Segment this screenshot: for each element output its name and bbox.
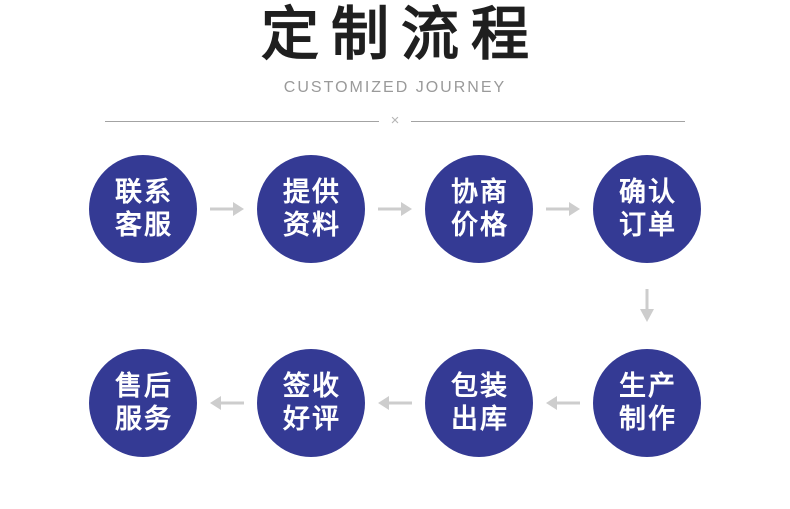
step-label-line1: 确认: [619, 177, 677, 207]
flow-connector-row: [89, 263, 701, 349]
arrow-right-icon: [533, 201, 593, 217]
divider-line-right: [411, 120, 686, 122]
arrow-down-icon: [593, 263, 701, 349]
step-label-line1: 生产: [619, 371, 677, 401]
step-label-line2: 制作: [619, 404, 677, 434]
title-divider: ×: [105, 112, 686, 129]
step-production: 生产 制作: [593, 349, 701, 457]
step-confirm-order: 确认 订单: [593, 155, 701, 263]
step-negotiate-price: 协商 价格: [425, 155, 533, 263]
step-label-line2: 出库: [451, 404, 509, 434]
step-label-line1: 售后: [115, 371, 173, 401]
divider-line-left: [105, 120, 379, 122]
step-label-line1: 签收: [283, 371, 341, 401]
step-label-line1: 联系: [115, 177, 173, 207]
step-contact-service: 联系 客服: [89, 155, 197, 263]
step-provide-materials: 提供 资料: [257, 155, 365, 263]
arrow-left-icon: [365, 395, 425, 411]
arrow-left-icon: [533, 395, 593, 411]
arrow-left-icon: [197, 395, 257, 411]
step-sign-and-review: 签收 好评: [257, 349, 365, 457]
arrow-right-icon: [365, 201, 425, 217]
page-title: 定制流程: [260, 2, 541, 67]
step-label-line2: 客服: [115, 210, 173, 240]
step-label-line2: 资料: [283, 210, 341, 240]
flow-top-row: 联系 客服 提供 资料 协商 价格: [89, 155, 701, 263]
page-subtitle: CUSTOMIZED JOURNEY: [283, 79, 507, 96]
step-label-line2: 服务: [115, 404, 173, 434]
step-label-line2: 订单: [619, 210, 677, 240]
arrow-right-icon: [197, 201, 257, 217]
step-label-line1: 提供: [283, 177, 341, 207]
step-label-line2: 好评: [283, 404, 341, 434]
step-after-sales-service: 售后 服务: [89, 349, 197, 457]
step-label-line2: 价格: [451, 210, 509, 240]
step-label-line1: 包装: [451, 371, 509, 401]
step-packing-and-shipping: 包装 出库: [425, 349, 533, 457]
flow-diagram: 联系 客服 提供 资料 协商 价格: [89, 155, 701, 457]
flow-bottom-row: 售后 服务 签收 好评 包装 出库: [89, 349, 701, 457]
step-label-line1: 协商: [451, 177, 509, 207]
divider-x-mark: ×: [390, 112, 400, 129]
